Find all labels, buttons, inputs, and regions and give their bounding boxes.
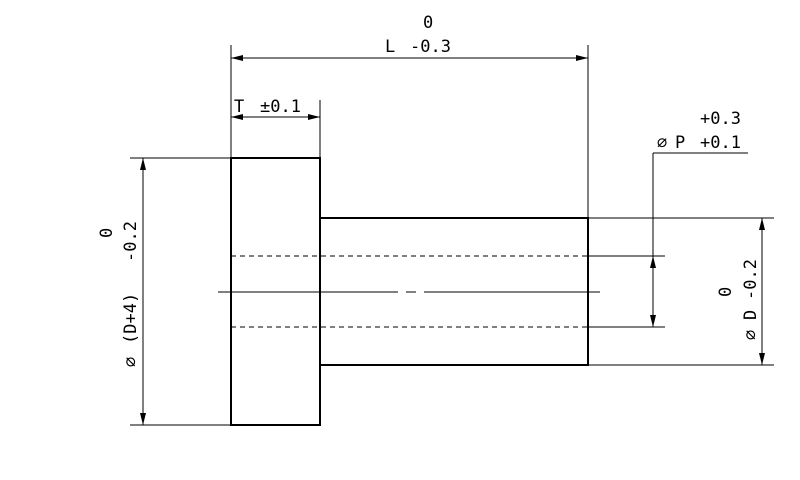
hole-diameter-symbol: ∅ [657,133,667,153]
head-thickness-dimension: T ±0.1 [231,97,321,158]
head-diameter-dimension: 0 ∅ (D+4) -0.2 [97,157,231,426]
length-dimension: 0 L -0.3 [230,13,589,218]
head-thickness-label: T [234,97,244,117]
shaft-diameter-lower-tol: -0.2 [741,259,761,300]
hole-diameter-upper-tol: +0.3 [700,109,741,129]
length-lower-tol: -0.3 [410,37,451,57]
shaft-diameter-symbol: ∅ [741,330,761,340]
hole-diameter-label: P [675,133,685,153]
hole-diameter-lower-tol: +0.1 [700,133,741,153]
shaft-diameter-upper-tol: 0 [716,287,736,297]
length-label: L [385,37,395,57]
head-diameter-upper-tol: 0 [97,228,117,238]
head-diameter-symbol: ∅ [121,357,141,367]
hole-diameter-dimension: +0.3 ∅ P +0.1 [588,109,748,328]
shaft-diameter-dimension: 0 ∅ D -0.2 [588,217,774,366]
head-thickness-tol: ±0.1 [260,97,301,117]
head-diameter-lower-tol: -0.2 [121,221,141,262]
head-diameter-label: (D+4) [121,293,141,344]
shaft-diameter-label: D [741,310,761,320]
length-upper-tol: 0 [423,13,433,33]
